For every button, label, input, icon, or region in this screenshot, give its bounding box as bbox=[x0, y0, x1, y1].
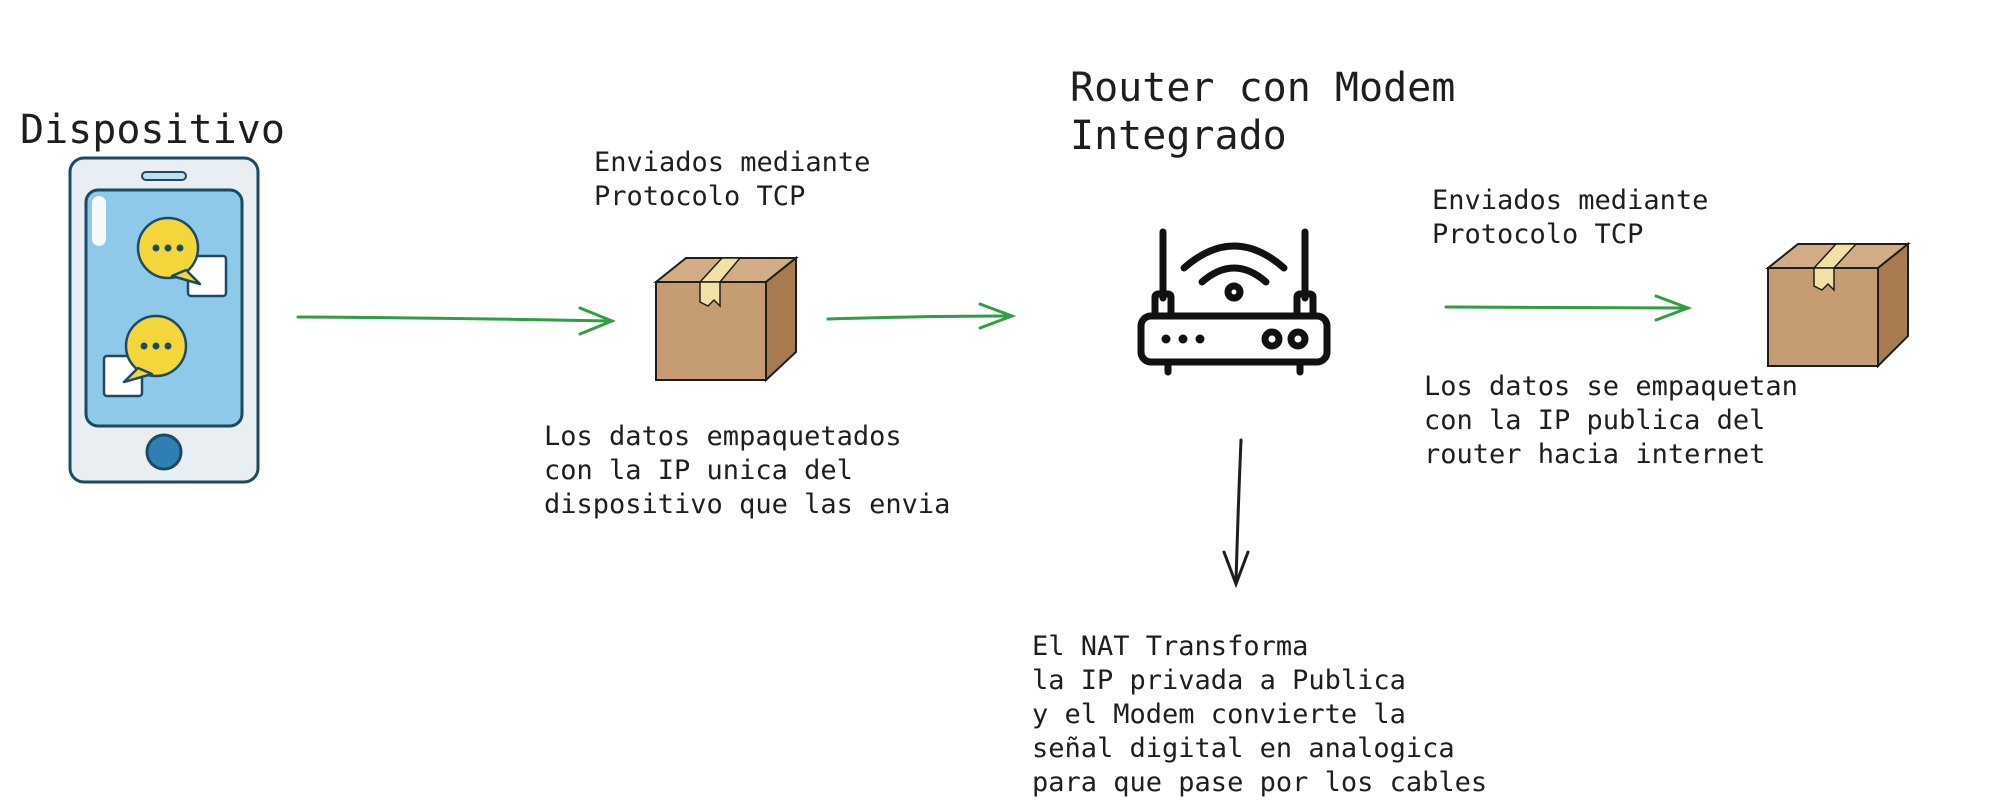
protocol-label-1-line1: Enviados mediante bbox=[594, 147, 871, 178]
package-box-icon bbox=[653, 255, 799, 383]
wifi-router-icon bbox=[1137, 228, 1331, 376]
protocol-label-2-line1: Enviados mediante bbox=[1432, 185, 1709, 216]
arrow-box-to-router bbox=[826, 302, 1017, 330]
nat-note-line4: señal digital en analogica bbox=[1032, 733, 1455, 764]
packet-1-caption-line3: dispositivo que las envia bbox=[544, 489, 951, 520]
nat-note-line2: la IP privada a Publica bbox=[1032, 665, 1406, 696]
packet-2-caption-line1: Los datos se empaquetan bbox=[1424, 371, 1798, 402]
package-box-icon bbox=[1765, 241, 1911, 369]
nat-note-line3: y el Modem convierte la bbox=[1032, 699, 1406, 730]
packet-2-caption-line3: router hacia internet bbox=[1424, 439, 1766, 470]
packet-2-caption-line2: con la IP publica del bbox=[1424, 405, 1766, 436]
router-status-dots bbox=[1161, 334, 1205, 344]
chat-bubble-icon bbox=[102, 314, 188, 398]
router-title-line2: Integrado bbox=[1070, 113, 1287, 159]
arrow-router-to-internet bbox=[1444, 294, 1693, 322]
device-title: Dispositivo bbox=[20, 107, 285, 153]
router-title-line1: Router con Modem bbox=[1070, 65, 1456, 111]
smartphone-chat-icon bbox=[68, 156, 260, 484]
packet-1-caption-line2: con la IP unica del bbox=[544, 455, 853, 486]
nat-note-line5: para que pase por los cables bbox=[1032, 767, 1488, 798]
protocol-label-2-line2: Protocolo TCP bbox=[1432, 219, 1644, 250]
nat-note-line1: El NAT Transforma bbox=[1032, 631, 1309, 662]
chat-bubble-icon bbox=[136, 216, 228, 298]
arrow-device-to-box bbox=[296, 306, 616, 336]
packet-1-caption-line1: Los datos empaquetados bbox=[544, 421, 902, 452]
arrow-router-to-nat bbox=[1222, 438, 1250, 589]
protocol-label-1-line2: Protocolo TCP bbox=[594, 181, 806, 212]
